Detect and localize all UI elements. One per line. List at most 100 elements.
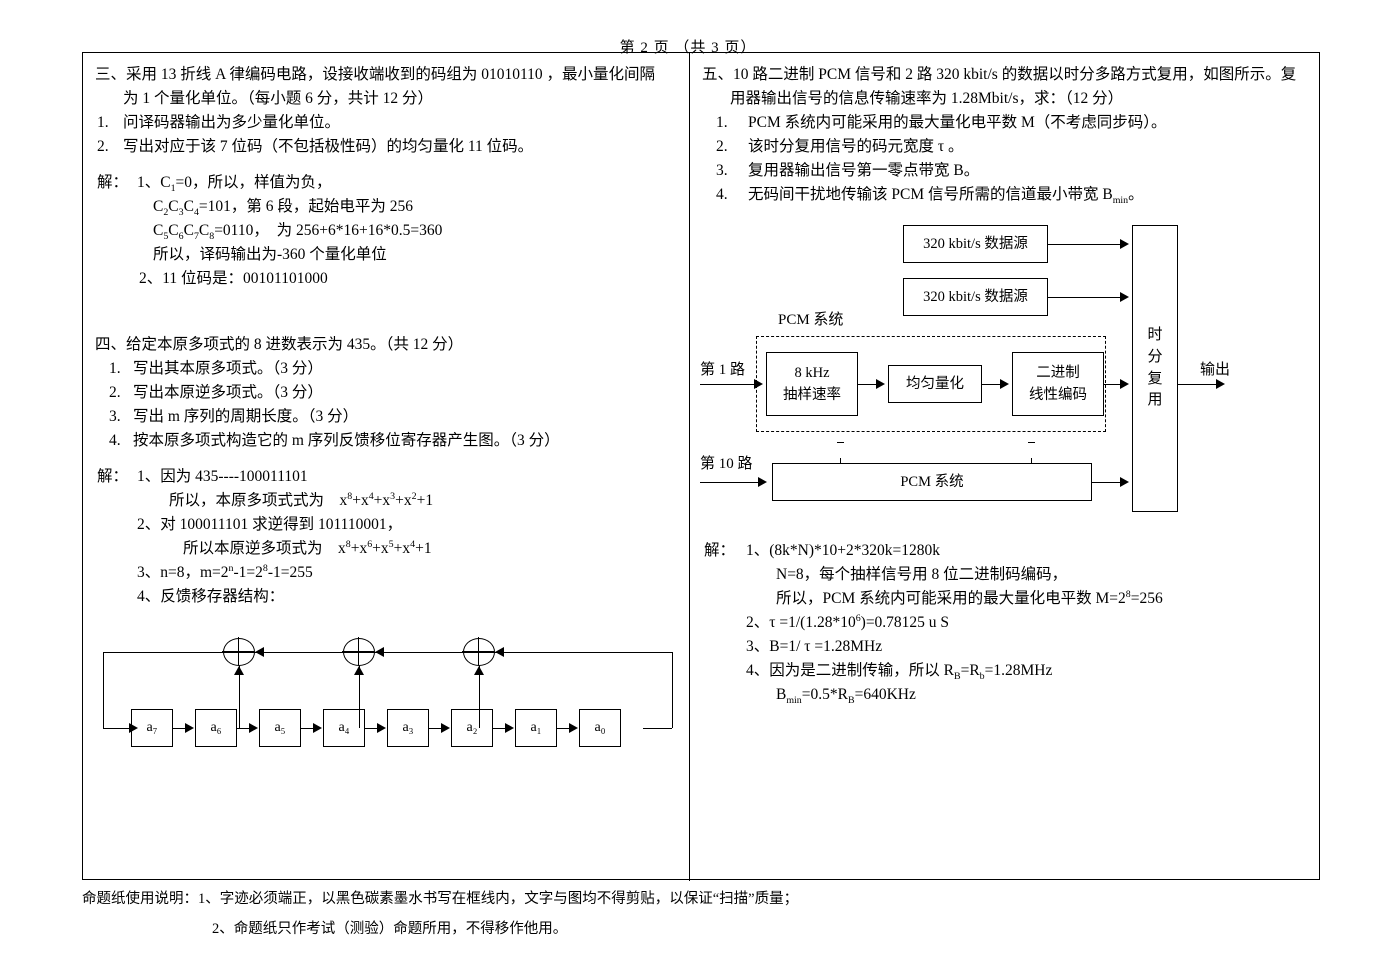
ch10-arrow <box>758 476 767 487</box>
q4-solution-line4: 所以本原逆多项式为 x8+x6+x5+x4+1 <box>183 538 432 557</box>
q3-solution-line1: 1、C1=0，所以，样值为负， <box>137 174 332 195</box>
ellipsis-mark <box>837 442 844 443</box>
xor-1-in-arrow <box>255 646 264 657</box>
register-cell: a₅ <box>259 709 301 747</box>
q4-line1: 四、给定本原多项式的 8 进数表示为 435。（共 12 分） <box>95 336 464 353</box>
mux-char-4: 用 <box>1147 392 1163 409</box>
ch1-arrow <box>754 378 763 389</box>
xor-gate-2 <box>342 637 375 666</box>
q3-solution-line3: C5C6C7C8=0110， 为 256+6*16+16*0.5=360 <box>153 222 443 243</box>
q4-solution-line1: 1、因为 435----100011101 <box>137 468 308 485</box>
shift-register-diagram: a₇ a₆ a₅ a₄ a₃ a₂ a₁ a₀ <box>103 628 673 753</box>
feedback-entry-arrow <box>129 722 138 733</box>
samp-quant-line <box>858 384 880 385</box>
cell-link-line <box>173 728 187 729</box>
feedback-left-line <box>103 652 104 728</box>
q5-item2-num: 2. <box>716 138 728 155</box>
samp-quant-arrow <box>876 378 885 389</box>
q4-item4-num: 4. <box>109 432 121 449</box>
ds2-line <box>1048 297 1124 298</box>
bottom-mux-line <box>1092 482 1124 483</box>
q4-item4: 按本原多项式构造它的 m 序列反馈移位寄存器产生图。（3 分） <box>133 432 560 449</box>
mux-char-1: 时 <box>1147 327 1163 343</box>
output-arrow <box>1216 378 1225 389</box>
cell-link-arrow <box>249 722 258 733</box>
quant-enc-arrow <box>1000 378 1009 389</box>
data-source-block-1: 320 kbit/s 数据源 <box>903 225 1048 263</box>
cell-link-arrow <box>569 722 578 733</box>
sampling-rate-line1: 8 kHz <box>794 364 830 381</box>
q5-solution-line6: 4、因为是二进制传输，所以 RB=Rb=1.28MHz <box>746 662 1053 683</box>
register-cell: a₁ <box>515 709 557 747</box>
q5-item1: PCM 系统内可能采用的最大量化电平数 M（不考虑同步码）。 <box>748 114 1167 131</box>
xor-2-tap-arrow <box>353 666 364 675</box>
column-divider <box>689 53 690 881</box>
cell-link-line <box>493 728 507 729</box>
cell-link-line <box>429 728 443 729</box>
q5-item1-num: 1. <box>716 114 728 131</box>
content-frame: 三、采用 13 折线 A 律编码电路，设接收端收到的码组为 01010110 ，… <box>82 52 1321 881</box>
q5-item4: 无码间干扰地传输该 PCM 信号所需的信道最小带宽 Bmin。 <box>748 186 1144 207</box>
output-line <box>1178 384 1220 385</box>
ds1-line <box>1048 244 1124 245</box>
ds2-arrow <box>1120 291 1129 302</box>
channel-1-label: 第 1 路 <box>700 362 746 378</box>
multiplexer-block: 时 分 复 用 <box>1132 225 1178 512</box>
q3-item2-num: 2. <box>97 138 109 155</box>
encoder-block: 二进制 线性编码 <box>1012 352 1104 416</box>
q4-solution-label: 解： <box>97 468 129 485</box>
q5-line1: 五、10 路二进制 PCM 信号和 2 路 320 kbit/s 的数据以时分多… <box>702 66 1297 83</box>
q5-solution-line7: Bmin=0.5*RB=640KHz <box>776 686 916 707</box>
ch1-line <box>700 384 758 385</box>
q5-item4-num: 4. <box>716 186 728 203</box>
left-column: 三、采用 13 折线 A 律编码电路，设接收端收到的码组为 01010110 ，… <box>83 53 689 881</box>
q5-item3: 复用器输出信号第一零点带宽 B。 <box>748 162 980 179</box>
q5-solution-label: 解： <box>704 542 736 559</box>
q5-solution-line5: 3、B=1/ τ =1.28MHz <box>746 638 883 655</box>
q3-solution-line5: 2、11 位码是：00101101000 <box>139 270 328 287</box>
encoder-line2: 线性编码 <box>1029 387 1087 403</box>
data-source-block-2: 320 kbit/s 数据源 <box>903 278 1048 316</box>
q3-item1-num: 1. <box>97 114 109 131</box>
xor-2-in-arrow <box>375 646 384 657</box>
register-cell: a₄ <box>323 709 365 747</box>
register-cell: a₂ <box>451 709 493 747</box>
footer-line-2: 2、命题纸只作考试（测验）命题所用，不得移作他用。 <box>212 921 568 937</box>
cell-link-arrow <box>377 722 386 733</box>
q5-solution-line2: N=8，每个抽样信号用 8 位二进制码编码， <box>776 566 1068 583</box>
q5-line2: 用器输出信号的信息传输速率为 1.28Mbit/s，求：（12 分） <box>730 90 1124 107</box>
cell-link-line <box>237 728 251 729</box>
q3-item2: 写出对应于该 7 位码（不包括极性码）的均匀量化 11 位码。 <box>123 138 534 155</box>
channel-10-label: 第 10 路 <box>700 456 753 472</box>
cell-link-line <box>365 728 379 729</box>
register-cell: a₇ <box>131 709 173 747</box>
xor-gate-3 <box>462 637 495 666</box>
xor-1-tap-line <box>238 666 240 728</box>
q5-item2: 该时分复用信号的码元宽度 τ 。 <box>748 138 964 155</box>
ellipsis-mark <box>840 458 841 464</box>
enc-mux-arrow <box>1120 378 1129 389</box>
q4-solution-line3: 2、对 100011101 求逆得到 101110001， <box>137 516 403 533</box>
pcm-group-label: PCM 系统 <box>778 312 844 328</box>
pcm-block-diagram: 320 kbit/s 数据源 320 kbit/s 数据源 PCM 系统 第 1… <box>700 218 1320 523</box>
bottom-mux-arrow <box>1120 476 1129 487</box>
xor-1-tap-arrow <box>233 666 244 675</box>
q3-solution-line4: 所以，译码输出为-360 个量化单位 <box>153 246 387 263</box>
ds1-arrow <box>1120 238 1129 249</box>
enc-mux-line <box>1104 384 1124 385</box>
q5-solution-line3: 所以，PCM 系统内可能采用的最大量化电平数 M=28=256 <box>776 588 1163 607</box>
xor-3-tap-arrow <box>473 666 484 675</box>
q4-item3: 写出 m 序列的周期长度。（3 分） <box>133 408 359 425</box>
xor-2-tap-line <box>358 666 360 728</box>
cell-link-line <box>301 728 315 729</box>
quantizer-block: 均匀量化 <box>888 365 982 403</box>
cell-link-line <box>557 728 571 729</box>
cell-link-arrow <box>313 722 322 733</box>
right-column: 五、10 路二进制 PCM 信号和 2 路 320 kbit/s 的数据以时分多… <box>690 53 1321 881</box>
q3-solution-label: 解： <box>97 174 129 191</box>
feedback-right-line <box>671 652 673 728</box>
cell-link-arrow <box>185 722 194 733</box>
footer-line-1: 命题纸使用说明：1、字迹必须端正，以黑色碳素墨水书写在框线内，文字与图均不得剪贴… <box>82 891 799 907</box>
xor-3-in-arrow <box>495 646 504 657</box>
